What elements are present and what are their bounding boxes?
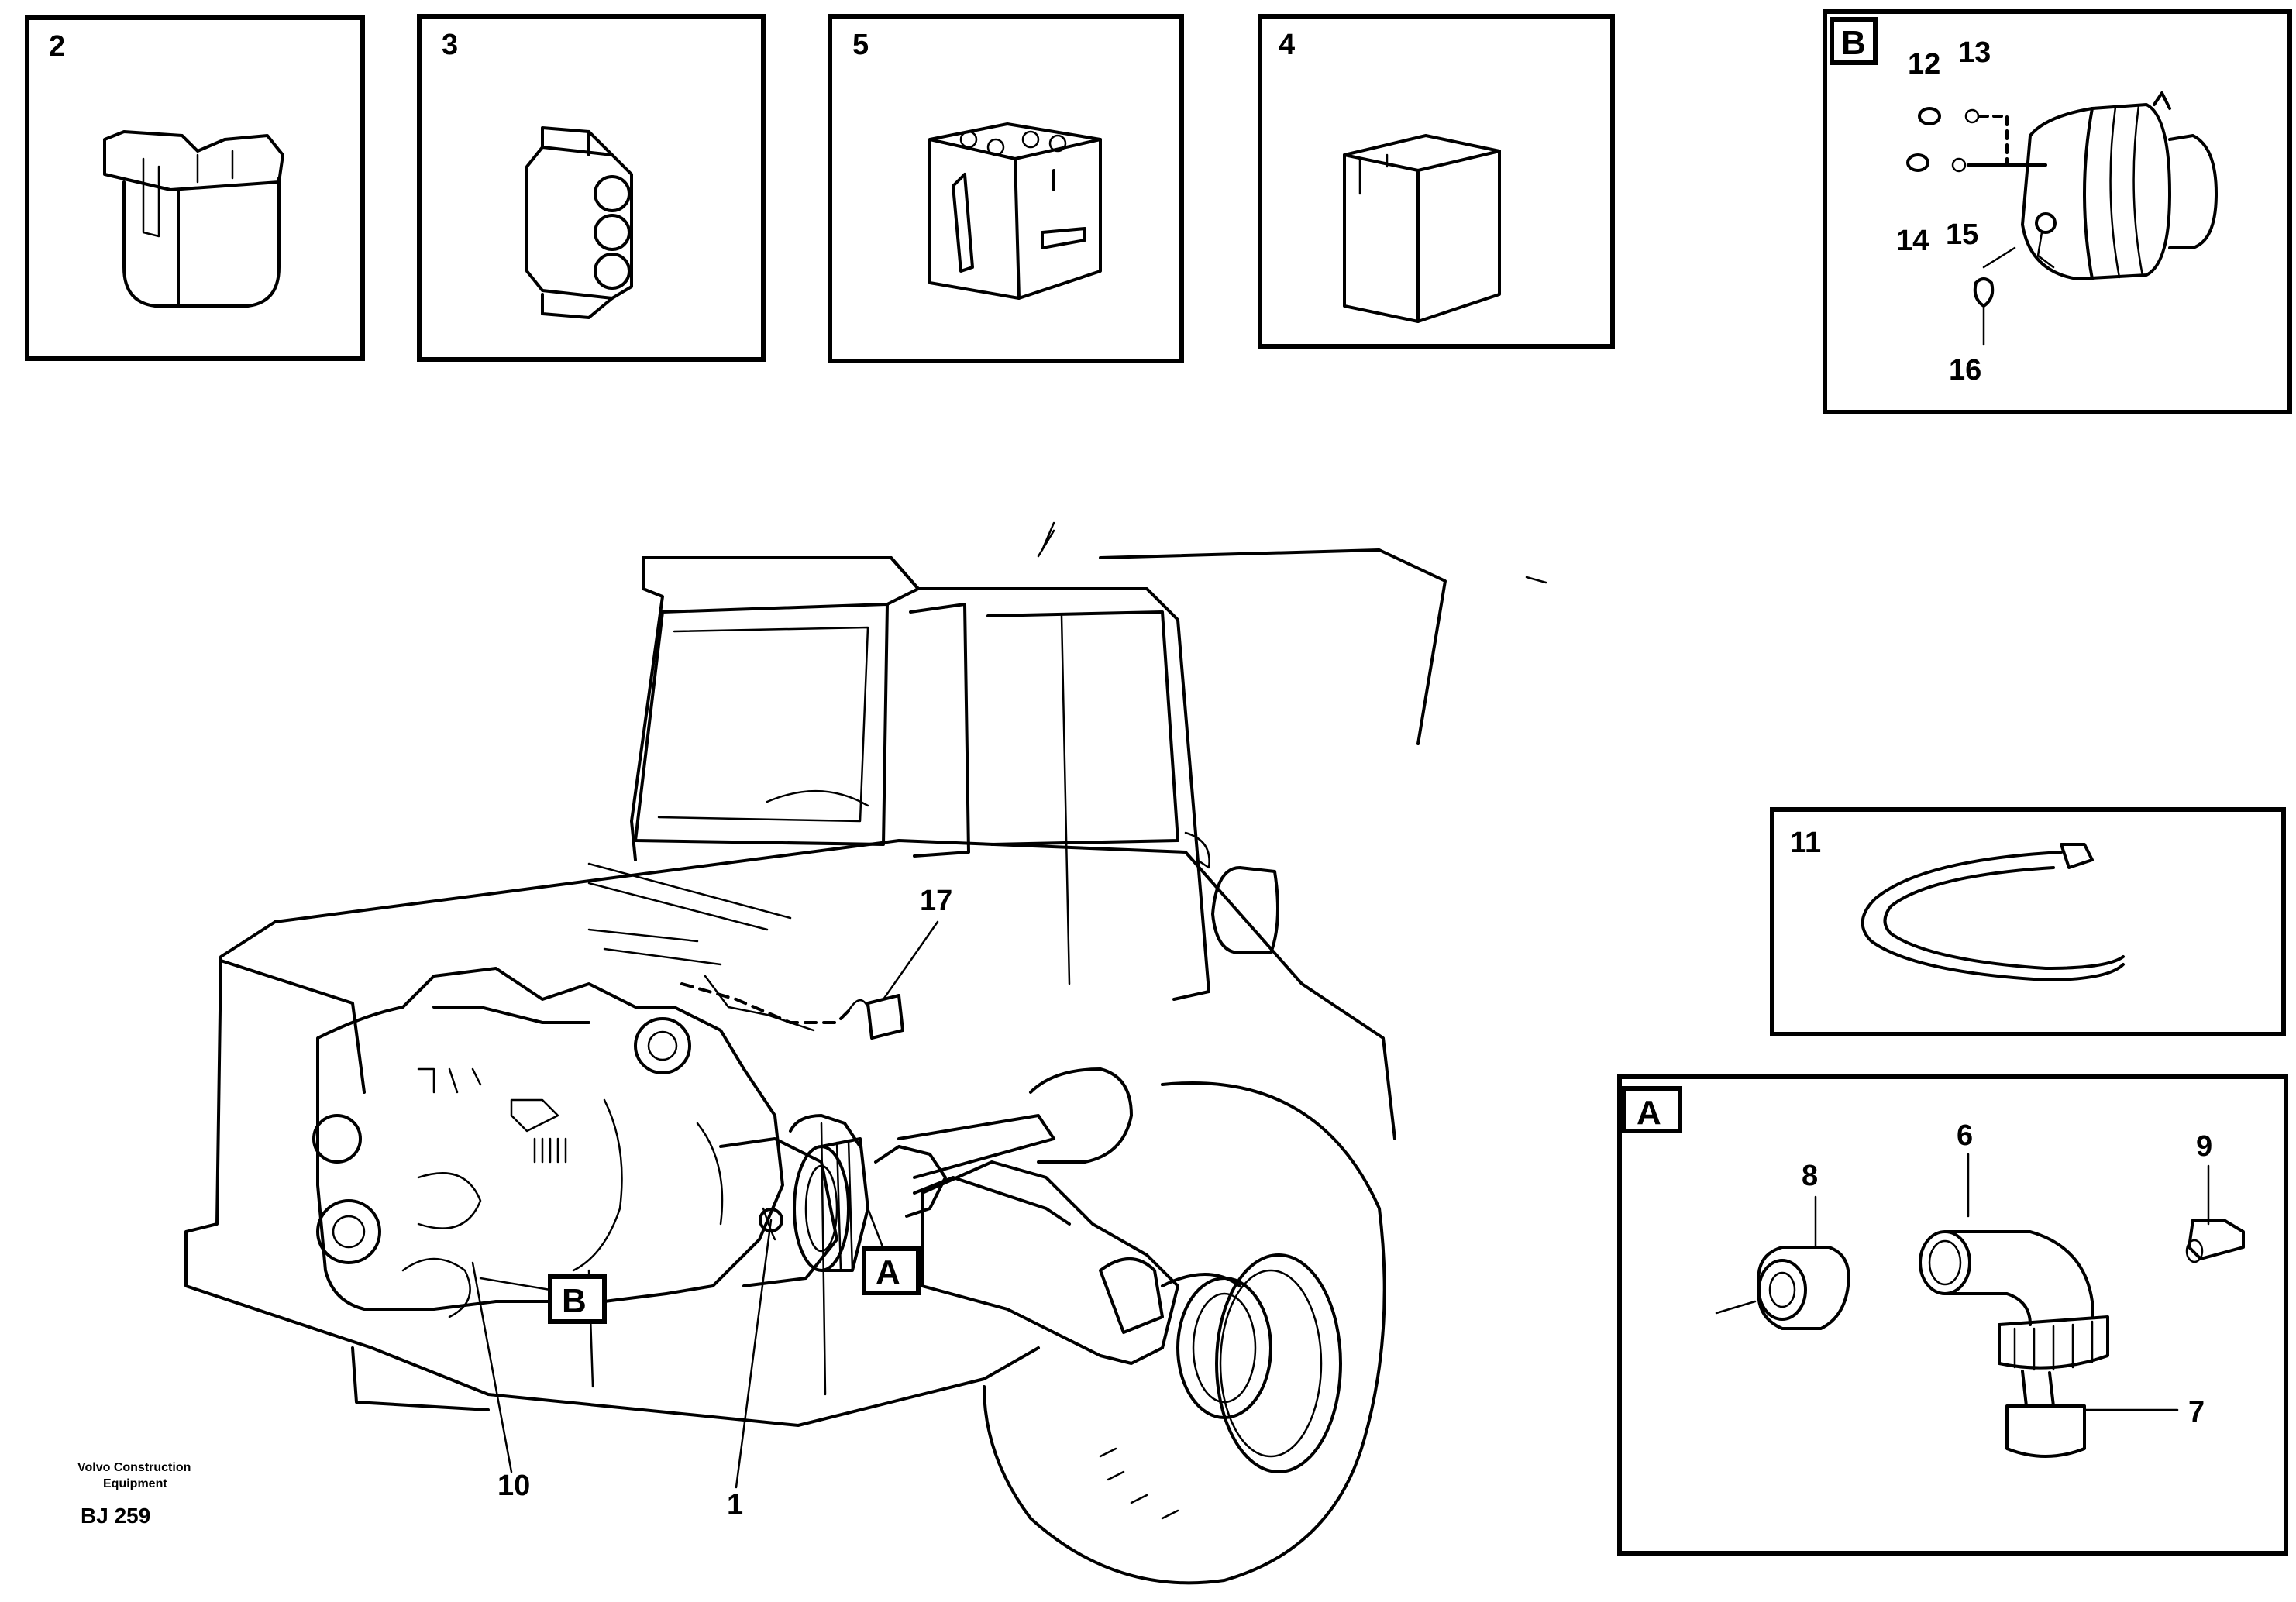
engine-block [312, 967, 784, 1311]
elbow-sender-icon [1919, 1153, 2179, 1458]
connector-housing-icon [1343, 134, 1501, 323]
panel-2-number: 2 [49, 30, 65, 63]
callout-15: 15 [1946, 218, 1978, 251]
panel-3-number: 3 [442, 29, 458, 61]
publisher-name-line2: Equipment [103, 1477, 167, 1490]
connector-pin-icon [2185, 1164, 2245, 1263]
panel-4-number: 4 [1279, 29, 1295, 61]
callout-6: 6 [1957, 1119, 1973, 1152]
detail-panel-11: 11 [1770, 807, 2286, 1036]
callout-17: 17 [920, 885, 952, 917]
tag-b-box [548, 1274, 607, 1324]
panel-a-letter: A [1637, 1094, 1661, 1132]
panel-5-number: 5 [852, 29, 869, 61]
drive-axle [874, 1067, 1272, 1419]
detail-panel-5: 5 [828, 14, 1184, 363]
panel-11-number: 11 [1790, 827, 1821, 859]
wiring-harness [401, 975, 854, 1318]
publisher-footer: Volvo Construction Equipment BJ 259 [77, 1461, 191, 1528]
cab [630, 521, 1447, 1001]
detail-panel-2: 2 [25, 15, 365, 361]
detail-panel-b: B 12 13 14 15 16 [1823, 9, 2292, 414]
main-machine-view: 17 10 1 A B [184, 521, 1547, 1585]
callout-12: 12 [1908, 48, 1940, 81]
detail-panel-4: 4 [1258, 14, 1615, 349]
callout-16: 16 [1949, 354, 1981, 387]
callout-1: 1 [727, 1489, 743, 1521]
drawing-id: BJ 259 [81, 1504, 150, 1528]
main-tag-b: B [562, 1282, 587, 1320]
multi-pin-connector-icon [928, 122, 1102, 300]
front-wheel [983, 1081, 1386, 1585]
tag-a-box [862, 1246, 921, 1295]
callout-13: 13 [1958, 36, 1991, 69]
panel-b-letter: B [1841, 24, 1866, 62]
detail-panel-3: 3 [417, 14, 766, 362]
transmission [719, 1114, 869, 1287]
front-frame [184, 839, 1396, 1427]
callout-7: 7 [2188, 1396, 2205, 1428]
cable-tie-icon [1861, 843, 2125, 981]
nut-adapter-icon [1715, 1195, 1850, 1330]
callout-8: 8 [1802, 1160, 1818, 1192]
callout-9: 9 [2196, 1130, 2212, 1163]
three-pin-connector-icon [525, 126, 633, 319]
callout-14: 14 [1896, 225, 1929, 257]
detail-panel-a: A 8 6 9 7 [1617, 1074, 2288, 1556]
alternator-icon [1906, 91, 2218, 346]
switch-17-icon [847, 994, 904, 1040]
publisher-name: Volvo Construction [77, 1461, 191, 1474]
callout-10: 10 [497, 1470, 530, 1502]
main-tag-a: A [876, 1253, 900, 1291]
relay-connector-icon [103, 130, 284, 308]
